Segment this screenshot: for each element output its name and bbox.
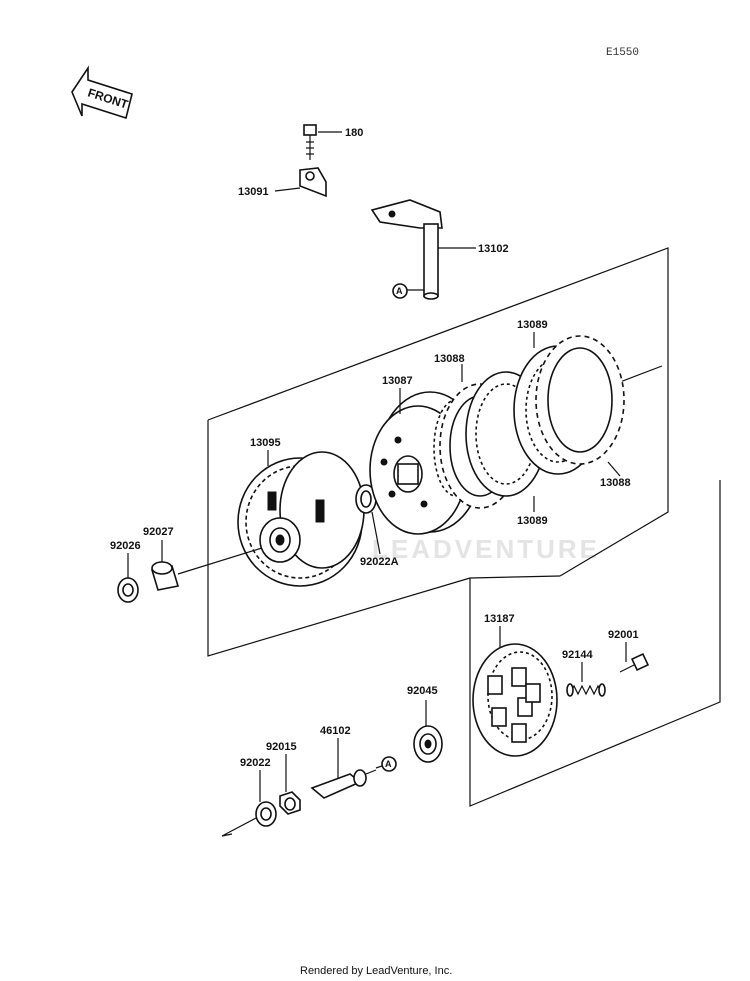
label-13088-left: 13088 — [434, 353, 465, 365]
label-92022: 92022 — [240, 757, 271, 769]
release-lever-13102 — [370, 199, 443, 300]
label-13089-top: 13089 — [517, 319, 548, 331]
ref-marker-a-top: A — [396, 286, 403, 296]
label-92001: 92001 — [608, 629, 639, 641]
footer-credit: Rendered by LeadVenture, Inc. — [300, 965, 452, 977]
bearing-92045 — [413, 725, 443, 763]
diagram-code: E1550 — [606, 47, 639, 59]
ref-marker-a-bottom: A — [385, 759, 392, 769]
assembly-outline — [207, 247, 721, 807]
push-rod-46102 — [310, 769, 377, 799]
clutch-housing-13095 — [237, 451, 365, 587]
label-13089-bottom: 13089 — [517, 515, 548, 527]
label-13091: 13091 — [238, 186, 269, 198]
label-13187: 13187 — [484, 613, 515, 625]
label-92027: 92027 — [143, 526, 174, 538]
label-92144: 92144 — [562, 649, 593, 661]
watermark: LEADVENTURE — [372, 534, 600, 564]
nut-92015 — [279, 791, 301, 815]
label-46102: 46102 — [320, 725, 351, 737]
label-180: 180 — [345, 127, 363, 139]
label-13087: 13087 — [382, 375, 413, 387]
label-92015: 92015 — [266, 741, 297, 753]
front-arrow-icon: FRONT — [71, 65, 133, 120]
washer-92022 — [255, 801, 277, 827]
label-92022A: 92022A — [360, 556, 399, 568]
spring-92144 — [566, 683, 606, 697]
sleeve-92027 — [150, 561, 180, 591]
label-92026: 92026 — [110, 540, 141, 552]
washer-92026 — [117, 577, 139, 603]
friction-plate-13088-right — [535, 335, 625, 465]
label-13095: 13095 — [250, 437, 281, 449]
bolt-92001 — [619, 652, 650, 673]
bracket-13091 — [299, 167, 327, 198]
label-13102: 13102 — [478, 243, 509, 255]
pressure-plate-13187 — [472, 643, 558, 757]
label-92045: 92045 — [407, 685, 438, 697]
bolt-180 — [303, 124, 317, 160]
label-13088-right: 13088 — [600, 477, 631, 489]
